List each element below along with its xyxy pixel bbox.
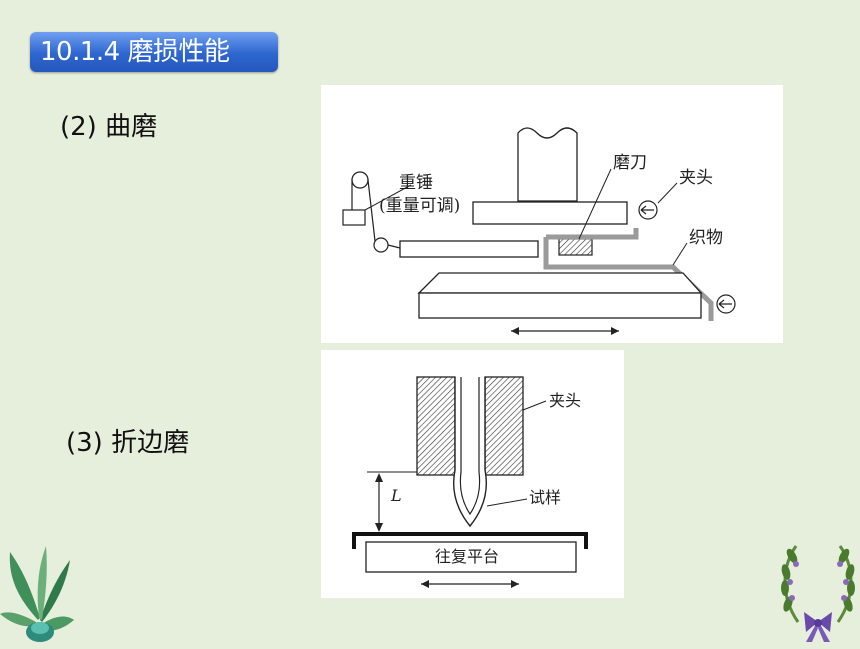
wreath-decoration xyxy=(776,536,860,645)
clamp-direction-icon xyxy=(638,200,658,220)
distance-label: L xyxy=(390,486,402,505)
section-curl-abrasion-label: (2) 曲磨 xyxy=(60,112,158,142)
drive-shaft xyxy=(517,127,578,202)
lower-bar xyxy=(399,240,539,258)
platform-motion-arrow xyxy=(421,580,519,588)
section-edge-abrasion-label: (3) 折边磨 xyxy=(66,428,190,458)
weight-assembly xyxy=(342,171,412,253)
plant-decoration xyxy=(0,540,75,645)
clamp-label-2: 夹头 xyxy=(549,391,581,410)
weight-note: (重量可调) xyxy=(379,196,460,216)
base-platform xyxy=(417,272,703,319)
fabric-strip xyxy=(543,228,714,321)
upper-bar xyxy=(472,201,628,225)
platform-label: 往复平台 xyxy=(435,547,499,566)
fabric-label: 织物 xyxy=(689,228,723,248)
weight-label: 重锤 xyxy=(399,173,433,193)
flex-abrasion-diagram: 重锤 (重量可调) 磨刀 夹头 织物 xyxy=(321,85,783,343)
slide-title: 10.1.4 磨损性能 xyxy=(30,32,278,72)
edge-abrasion-diagram: L 往复平台 夹头 试样 xyxy=(321,350,624,598)
specimen-label: 试样 xyxy=(529,488,561,507)
reciprocating-platform xyxy=(352,532,588,573)
abrasion-blade xyxy=(558,238,593,256)
fabric-direction-icon xyxy=(716,294,736,314)
blade-label: 磨刀 xyxy=(613,153,647,173)
specimen xyxy=(452,377,488,528)
clamp-label: 夹头 xyxy=(679,168,713,188)
distance-dimension xyxy=(367,471,417,532)
reciprocating-arrow xyxy=(511,327,619,335)
